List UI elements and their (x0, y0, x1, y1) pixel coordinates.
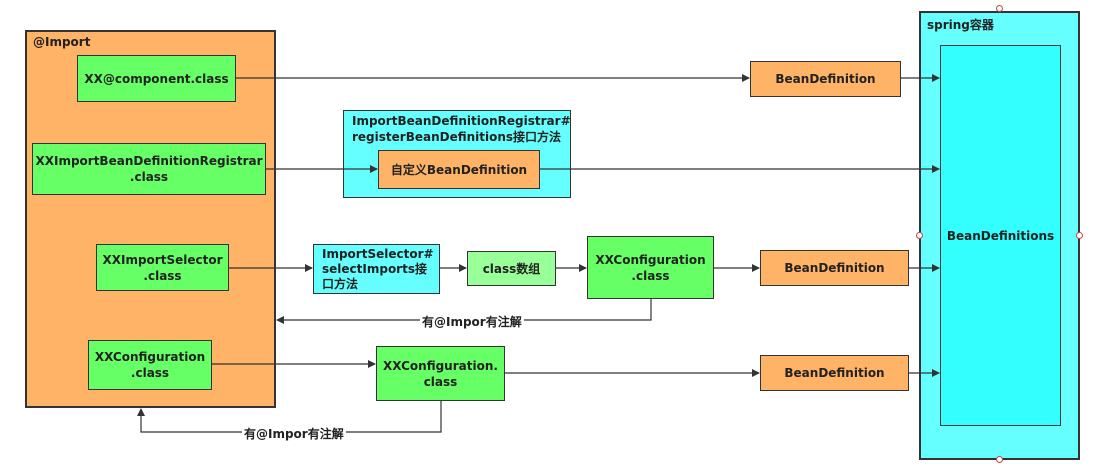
bean-definitions-label: BeanDefinitions (946, 228, 1055, 243)
feedback-label-upper: 有@Impor有注解 (420, 313, 524, 330)
component-class-label: XX@component.class (84, 71, 229, 86)
selector-configuration-node: XXConfiguration .class (587, 236, 714, 299)
select-imports-label-3: 口方法 (322, 276, 359, 291)
configuration-class-node: XXConfiguration .class (88, 340, 212, 390)
arrow-feedback-upper (276, 299, 652, 324)
registrar-group-title-line2: registerBeanDefinitions接口方法 (352, 130, 562, 144)
selector-configuration-label-2: .class (631, 268, 670, 283)
registrar-class-label-1: XXImportBeanDefinitionRegistrar (35, 154, 263, 168)
class-array-node: class数组 (467, 251, 556, 286)
custom-bean-definition-label: 自定义BeanDefinition (390, 162, 528, 177)
bean-definitions-store: BeanDefinitions (940, 45, 1061, 426)
bean-definition-middle: BeanDefinition (760, 250, 909, 286)
import-container-label: @Import (33, 35, 91, 49)
select-imports-label-1: ImportSelector# (322, 246, 434, 261)
component-class-node: XX@component.class (77, 55, 236, 102)
bean-definition-top-label: BeanDefinition (775, 72, 876, 86)
configuration-class-label-1: XXConfiguration (94, 350, 206, 364)
resize-handle-bottom (996, 456, 1003, 463)
selector-configuration-label-1: XXConfiguration (595, 252, 706, 267)
resize-handle-top (996, 5, 1003, 12)
registrar-class-node: XXImportBeanDefinitionRegistrar .class (32, 143, 266, 195)
bean-definition-middle-label: BeanDefinition (784, 261, 885, 275)
configuration-class-label-2: .class (130, 366, 170, 380)
custom-bean-definition-node: 自定义BeanDefinition (378, 150, 540, 189)
select-imports-node: ImportSelector# selectImports接 口方法 (313, 244, 440, 294)
bean-definition-bottom-label: BeanDefinition (784, 366, 885, 380)
registrar-class-label-2: .class (129, 170, 169, 184)
class-array-label: class数组 (482, 261, 541, 276)
registrar-group-title: ImportBeanDefinitionRegistrar# registerB… (352, 113, 571, 145)
config-class-node: XXConfiguration. class (376, 346, 505, 401)
config-class-label-1: XXConfiguration. (383, 358, 498, 373)
selector-class-node: XXImportSelector .class (96, 244, 229, 291)
registrar-group-title-line1: ImportBeanDefinitionRegistrar# (352, 114, 571, 128)
select-imports-label-2: selectImports接 (322, 261, 427, 276)
selector-class-label-2: .class (143, 268, 182, 283)
config-class-label-2: class (423, 374, 458, 389)
feedback-label-lower: 有@Impor有注解 (242, 425, 346, 442)
spring-container-label: spring容器 (927, 18, 994, 32)
resize-handle-left (916, 232, 923, 239)
bean-definition-top: BeanDefinition (750, 61, 901, 97)
resize-handle-right (1076, 232, 1083, 239)
bean-definition-bottom: BeanDefinition (760, 355, 909, 391)
selector-class-label-1: XXImportSelector (102, 252, 223, 267)
